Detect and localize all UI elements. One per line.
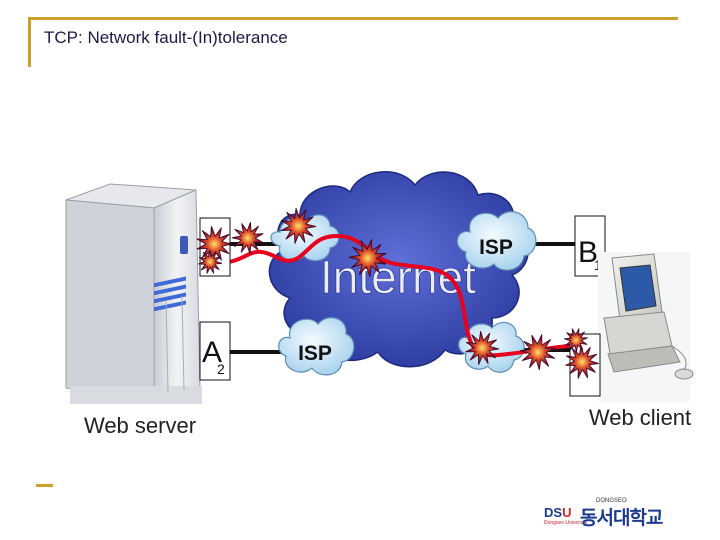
fault-burst-icon [231, 222, 264, 255]
isp-top-label: ISP [479, 236, 513, 259]
node-a2: A 2 [199, 321, 231, 381]
logo-top-text: DONGSEO [596, 498, 627, 504]
internet-label: Internet [320, 251, 476, 303]
fault-burst-icon [519, 334, 556, 371]
slide-title: TCP: Network fault-(In)tolerance [44, 28, 288, 47]
isp-cloud-top-right [456, 211, 537, 271]
logo-korean-name: 동서대학교 [580, 507, 663, 529]
title-left-rule [28, 17, 31, 67]
title-top-rule [30, 17, 678, 20]
web-client-label: Web client [589, 405, 691, 430]
bottom-accent-dash [36, 484, 53, 487]
fault-burst-icon [563, 328, 588, 353]
web-server-label: Web server [84, 413, 196, 438]
fault-burst-icon [348, 239, 387, 278]
university-logo: DONGSEO DSU Dongseo University 동서대학교 [540, 498, 670, 529]
logo-mark-suffix: U [562, 505, 572, 520]
web-server-tower [65, 183, 202, 404]
logo-mark: DSU [544, 505, 571, 520]
fault-burst-icon [198, 249, 223, 274]
logo-subtitle: Dongseo University [544, 520, 588, 526]
node-a2-letter: A [202, 336, 222, 369]
fault-burst-icon [465, 330, 500, 365]
isp-bottom-label: ISP [298, 342, 332, 365]
node-a2-subscript: 2 [217, 361, 225, 377]
isp-cloud-bottom-left [278, 317, 355, 376]
fault-bursts [196, 207, 600, 379]
node-b1-letter: B [578, 236, 598, 269]
web-client-computer [598, 252, 694, 402]
fault-burst-icon [565, 344, 600, 379]
fault-burst-icon [280, 207, 317, 244]
logo-mark-prefix: DS [544, 505, 563, 520]
